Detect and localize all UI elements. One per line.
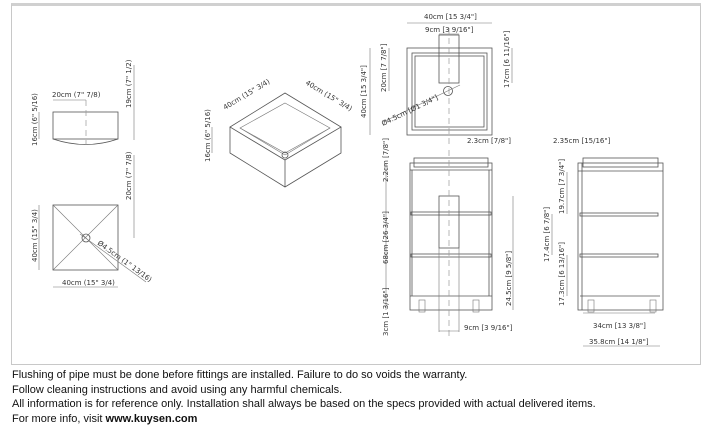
sink-height-label: 16cm (6" 5/16) <box>31 93 39 146</box>
cabinet-front-view: 2.3cm [7/8"] 2.2cm [7/8"] 68cm [26 3/4"]… <box>382 137 514 340</box>
note-reference: All information is for reference only. I… <box>12 398 596 410</box>
sink-side-view: 20cm (7" 7/8) 16cm (6" 5/16) 19cm (7" 1/… <box>31 59 135 146</box>
side-inner-depth-label: 34cm [13 3/8"] <box>593 322 646 330</box>
sink-width-label: 20cm (7" 7/8) <box>52 91 101 99</box>
iso-height-label: 16cm (6" 5/16) <box>204 109 212 162</box>
installation-notes: Flushing of pipe must be done before fit… <box>12 368 596 426</box>
front-top-label: 2.2cm [7/8"] <box>382 138 390 182</box>
cabinet-drain-offset-label: 20cm [7 7/8"] <box>380 43 388 92</box>
side-shelf2-label: 17.4cm [6 7/8"] <box>543 207 551 262</box>
front-pipe-height-label: 24.5cm [9 5/8"] <box>505 251 513 306</box>
sink-top-view: 40cm (15" 3/4) 40cm (15" 3/4) 20cm (7" 7… <box>31 151 154 288</box>
side-shelf1-label: 19.7cm [7 3/4"] <box>558 159 566 214</box>
pipe-width-label: 9cm [3 9/16"] <box>425 26 474 34</box>
note-more-info: For more info, visit www.kuysen.com <box>12 412 596 427</box>
cabinet-top-view: 40cm [15 3/4"] 9cm [3 9/16"] 40cm [15 3/… <box>360 13 513 145</box>
cabinet-back-label: 17cm [6 11/16"] <box>503 30 511 88</box>
cabinet-depth-label: 40cm [15 3/4"] <box>360 65 368 118</box>
sink-iso-view: 40cm (15" 3/4) 40cm (15" 3/4) 16cm (6" 5… <box>204 77 354 188</box>
website-link[interactable]: www.kuysen.com <box>105 412 198 425</box>
cabinet-side-view: 2.35cm [15/16"] 19.7cm [7 3/4"] 17.4cm [… <box>543 137 664 347</box>
drawing-frame <box>11 3 701 365</box>
drain-icon <box>81 233 91 243</box>
side-outer-depth-label: 35.8cm [14 1/8"] <box>589 338 649 346</box>
more-info-text: For more info, visit <box>12 412 106 425</box>
side-shelf3-label: 17.3cm [6 13/16"] <box>558 242 566 306</box>
front-height-label: 68cm [26 3/4"] <box>382 211 390 264</box>
drain-offset-label: 20cm (7" 7/8) <box>125 151 133 200</box>
note-flushing: Flushing of pipe must be done before fit… <box>12 369 468 381</box>
iso-right-label: 40cm (15" 3/4) <box>304 79 354 113</box>
technical-drawing: 20cm (7" 7/8) 16cm (6" 5/16) 19cm (7" 1/… <box>31 13 664 347</box>
note-cleaning: Follow cleaning instructions and avoid u… <box>12 383 343 396</box>
sink-depth-label: 40cm (15" 3/4) <box>31 209 39 262</box>
drain-diameter-label: Ø4.5cm (1" 13/16) <box>96 239 154 284</box>
front-pipe-width-label: 9cm [3 9/16"] <box>464 324 513 332</box>
side-edge-label: 2.35cm [15/16"] <box>553 137 611 145</box>
sink-total-height-label: 19cm (7" 1/2) <box>125 59 133 108</box>
front-edge-label: 2.3cm [7/8"] <box>467 137 511 145</box>
iso-left-label: 40cm (15" 3/4) <box>222 77 272 111</box>
cabinet-width-label: 40cm [15 3/4"] <box>424 13 477 21</box>
sink-bottom-width-label: 40cm (15" 3/4) <box>62 279 115 287</box>
cabinet-drain-label: Ø4.5cm [Ø1 3/4"] <box>380 93 439 127</box>
front-base-label: 3cm [1 3/16"] <box>382 287 390 336</box>
